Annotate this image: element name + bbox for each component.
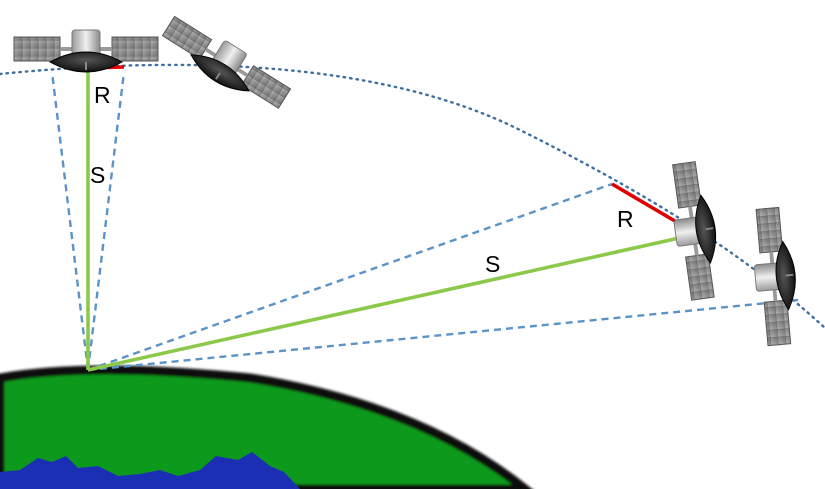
label-r-low: R — [617, 208, 634, 231]
beam-edge-right — [88, 72, 124, 370]
satellite-low-elevation — [666, 160, 725, 301]
satellite-trailing — [157, 11, 294, 117]
slant-range-low — [88, 234, 697, 370]
satellite-setting — [749, 207, 801, 347]
beam-edge-upper — [88, 184, 612, 370]
label-s-low: S — [485, 253, 500, 276]
earth — [0, 370, 525, 489]
beam-edge-lower — [88, 300, 798, 370]
label-r-overhead: R — [94, 84, 111, 107]
overhead-beam — [52, 67, 124, 370]
beam-edge-left — [52, 72, 88, 370]
label-s-overhead: S — [90, 164, 105, 187]
